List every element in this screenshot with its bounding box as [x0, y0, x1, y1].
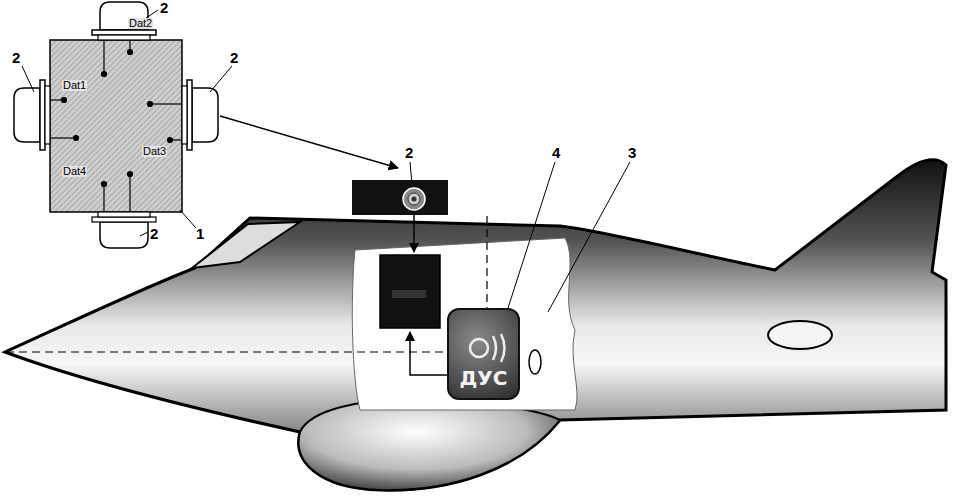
- callout-number: 2: [160, 0, 168, 15]
- callout-number: 2: [150, 226, 158, 241]
- callout-number: 2: [405, 145, 413, 160]
- aircraft: [5, 160, 946, 490]
- signal-name: Dat3: [142, 146, 167, 157]
- unit-label: ДУС: [449, 310, 518, 390]
- callout-number: 3: [628, 145, 636, 160]
- callout-number: 2: [230, 50, 238, 65]
- callout-number: 2: [12, 50, 20, 65]
- signal-name: Dat4: [62, 166, 87, 177]
- callout-number: 1: [196, 226, 204, 241]
- callout-number: 4: [552, 145, 560, 160]
- signal-name: Dat2: [128, 18, 153, 29]
- signal-name: Dat1: [62, 80, 87, 91]
- gyro-rotor: [470, 339, 488, 357]
- gyro-unit: ДУС: [447, 308, 520, 400]
- sensor-block: [14, 2, 398, 248]
- gyro-waves: [493, 334, 505, 362]
